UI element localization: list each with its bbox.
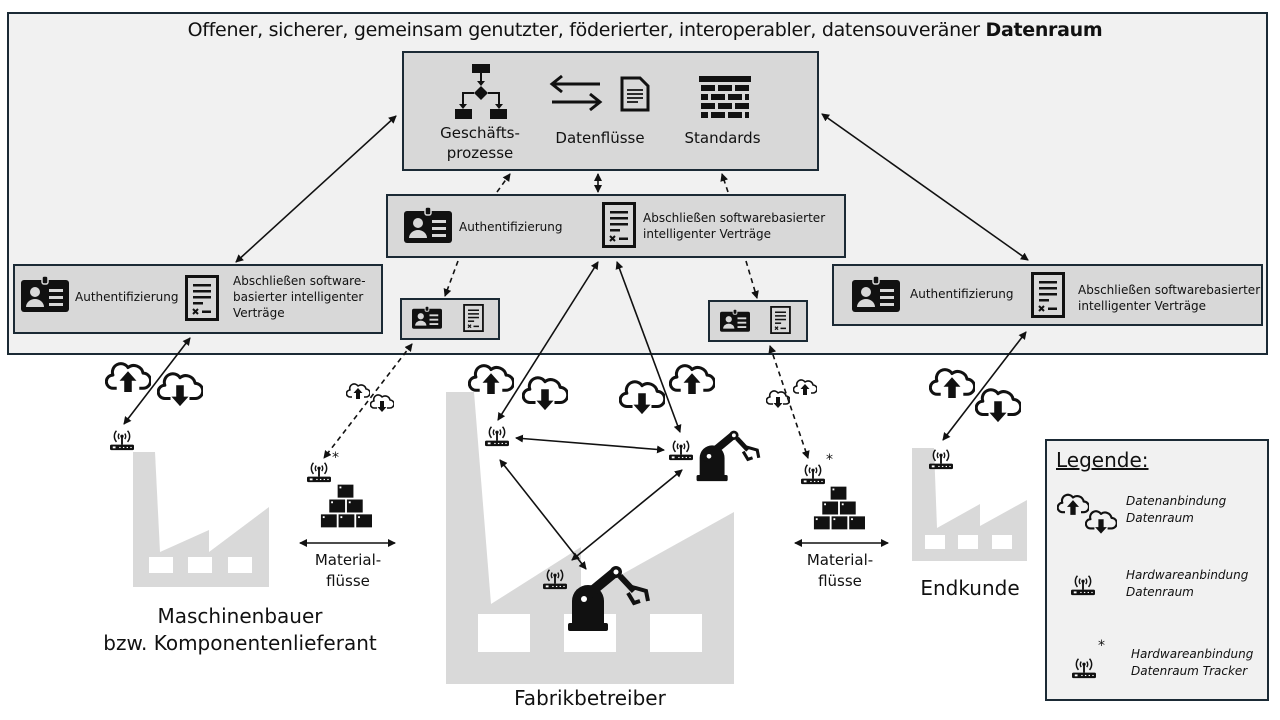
cloud-download-icon <box>1085 510 1117 535</box>
router-icon <box>1069 573 1097 597</box>
router-tracker-icon <box>1070 656 1098 680</box>
material-flows-left-label: Material- flüsse <box>314 551 382 590</box>
arrow-dashed-tracker-left <box>323 343 413 459</box>
arrow-core-left <box>235 115 397 263</box>
dataspace-title: Offener, sicherer, gemeinsam genutzter, … <box>187 19 1103 41</box>
legend-item-hardware-tracker: Hardwareanbindung Datenraum Tracker <box>1131 647 1254 678</box>
legend-item-hardware-connection: Hardwareanbindung Datenraum <box>1126 568 1249 599</box>
material-flows-right-label: Material- flüsse <box>806 551 874 590</box>
legend-panel <box>1045 439 1269 701</box>
arrow-router-robot <box>515 434 665 454</box>
auth-right-label: Authentifizierung <box>910 287 1014 301</box>
arrow-auth-robot <box>615 261 682 433</box>
actor-left-name: Maschinenbauer bzw. Komponentenlieferant <box>103 604 377 655</box>
arrow-dashed-tracker-right <box>768 345 810 459</box>
actor-center-name: Fabrikbetreiber <box>514 686 666 710</box>
brick-wall-icon <box>699 76 751 118</box>
arrow-left-auth-router <box>123 337 191 425</box>
arrow-router-robot2 <box>499 459 587 570</box>
legend-title: Legende: <box>1056 448 1149 472</box>
tracker-asterisk: * <box>826 452 833 468</box>
data-exchange-icon <box>549 74 650 112</box>
factory-left <box>133 452 269 587</box>
arrow-dashed-core-left <box>496 173 511 193</box>
arrow-dashed-auth-tracker-right <box>745 260 759 299</box>
core-box <box>402 51 819 171</box>
auth-left-contract-label: Abschließen software- basierter intellig… <box>233 274 366 320</box>
arrow-dashed-auth-tracker-left <box>443 260 459 297</box>
label-standards: Standards <box>684 129 761 147</box>
factory-right <box>912 448 1027 561</box>
legend-item-data-connection: Datenanbindung Datenraum <box>1126 494 1227 525</box>
actor-right-name: Endkunde <box>920 576 1020 600</box>
arrow-right-auth-router <box>942 331 1027 441</box>
factory-center <box>446 392 734 684</box>
arrow-auth-router-center <box>497 261 599 421</box>
auth-center-label: Authentifizierung <box>459 220 563 234</box>
flowchart-icon <box>455 64 507 119</box>
auth-left-label: Authentifizierung <box>75 290 179 304</box>
arrow-core-right <box>821 113 1029 261</box>
auth-right-contract-label: Abschließen softwarebasierter intelligen… <box>1078 283 1261 313</box>
label-geschaeftsprozesse: Geschäfts- prozesse <box>440 124 520 162</box>
label-datenfluesse: Datenflüsse <box>555 129 645 147</box>
auth-center-contract-label: Abschließen softwarebasierter intelligen… <box>643 211 826 241</box>
arrow-robot-robot <box>571 469 683 561</box>
arrow-dashed-core-right <box>720 173 729 193</box>
legend-tracker-asterisk: * <box>1098 638 1105 654</box>
